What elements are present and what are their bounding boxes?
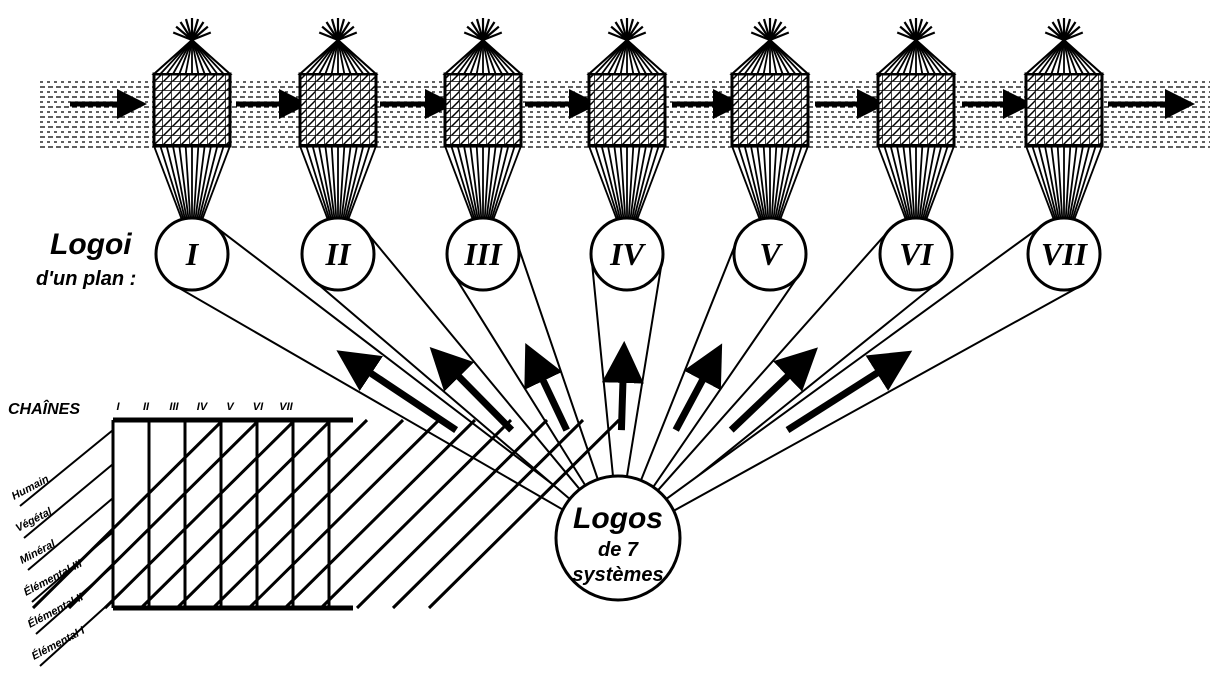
plane-numeral: VI: [899, 236, 934, 272]
crown-rays: [607, 18, 647, 42]
chain-column-label: I: [116, 401, 120, 413]
ray-arrow-1: [336, 350, 459, 433]
hatched-box: [1024, 72, 1104, 148]
crown-rays: [1044, 18, 1084, 42]
upper-fan: [442, 38, 524, 75]
ray-arrow-3: [524, 342, 570, 432]
chain-column-label: VII: [279, 401, 293, 413]
hatched-box: [298, 72, 378, 148]
logos-title: Logos: [573, 502, 663, 535]
ray-arrow-2: [429, 346, 515, 433]
plane-unit-3: III: [442, 18, 524, 292]
chain-column-label: VI: [253, 401, 264, 413]
plane-circle: [154, 216, 230, 292]
ray-arrow-5: [672, 343, 723, 432]
chain-column-label: II: [143, 401, 150, 413]
crown-rays: [172, 18, 212, 42]
hatched-box: [876, 72, 956, 148]
upper-fan: [297, 38, 379, 75]
chains-title: CHAÎNES: [8, 399, 80, 418]
logos-sub1: de 7: [598, 539, 639, 561]
logoi-label: Logoi: [50, 228, 132, 261]
crown-rays: [318, 18, 358, 42]
plane-unit-1: I: [151, 18, 233, 292]
plane-circle: [445, 216, 521, 292]
lower-fan: [444, 145, 522, 221]
ray-arrow-6: [728, 347, 818, 433]
hatched-box: [152, 72, 232, 148]
upper-fan: [1023, 38, 1105, 75]
lower-fan: [153, 145, 231, 221]
crown-rays: [896, 18, 936, 42]
hatched-box: [587, 72, 667, 148]
plane-numeral: VII: [1041, 236, 1089, 272]
chain-column-label: IV: [197, 401, 209, 413]
chain-column-label: III: [169, 401, 179, 413]
hatched-box: [730, 72, 810, 148]
chain-column-label: V: [226, 401, 235, 413]
hatched-box: [443, 72, 523, 148]
plane-circle: [589, 216, 665, 292]
plan-label: d'un plan :: [36, 268, 136, 290]
plane-unit-2: II: [297, 18, 379, 292]
logos-sub2: systèmes: [572, 564, 663, 586]
plane-numeral: III: [463, 236, 503, 272]
upper-fan: [875, 38, 957, 75]
plane-numeral: I: [185, 236, 200, 272]
plane-numeral: II: [325, 236, 352, 272]
lower-fan: [1025, 145, 1103, 221]
lower-fan: [299, 145, 377, 221]
plane-circle: [300, 216, 376, 292]
chain-row-label: Élémental II: [25, 590, 86, 631]
upper-fan: [729, 38, 811, 75]
upper-fan: [586, 38, 668, 75]
logos-circle: Logos de 7 systèmes: [554, 474, 682, 602]
upper-fan: [151, 38, 233, 75]
plane-unit-6: VI: [875, 18, 957, 292]
lower-fan: [877, 145, 955, 221]
ray-arrow-7: [785, 350, 913, 434]
chain-row-label: Élémental III: [21, 557, 85, 599]
plane-circle: [878, 216, 954, 292]
crown-rays: [750, 18, 790, 42]
plane-circle: [732, 216, 808, 292]
lower-fan: [731, 145, 809, 221]
plane-unit-5: V: [729, 18, 811, 292]
lower-fan: [588, 145, 666, 221]
crown-rays: [463, 18, 503, 42]
plane-numeral: IV: [609, 236, 646, 272]
plane-numeral: V: [759, 236, 783, 272]
plane-unit-4: IV: [586, 18, 668, 292]
plane-unit-7: VII: [1023, 18, 1105, 292]
plane-circle: [1026, 216, 1102, 292]
ray-arrow-4: [601, 340, 644, 431]
chain-row-label: Élémental I: [29, 623, 87, 662]
